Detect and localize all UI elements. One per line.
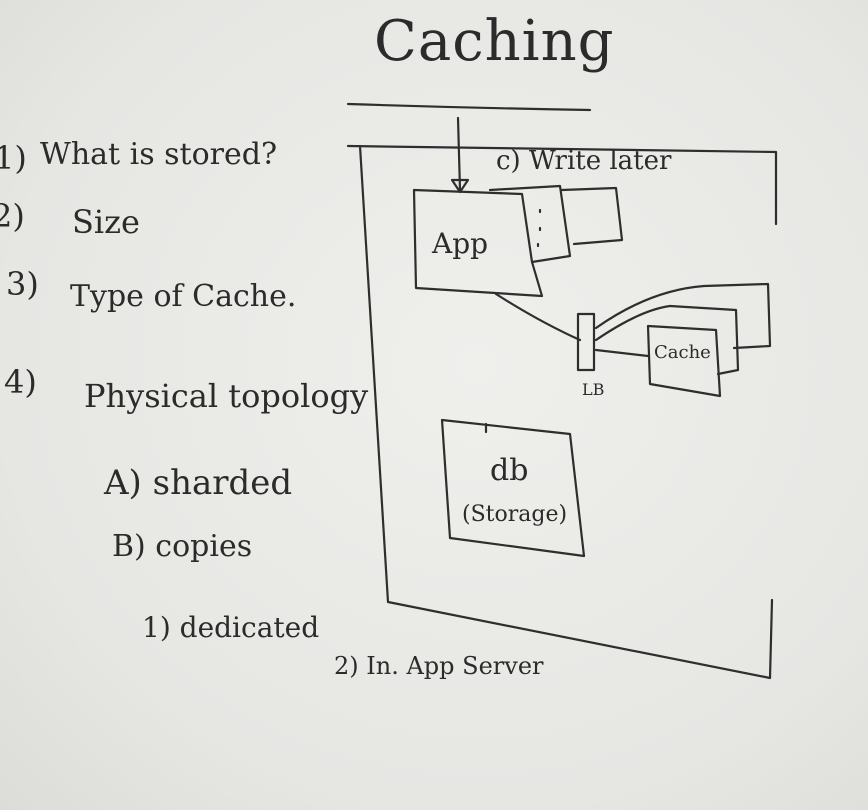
label-cache: Cache: [654, 342, 711, 363]
sub-item-dedicated: 1) dedicated: [142, 611, 320, 644]
label-db: db: [490, 453, 529, 488]
list-num-4: 4): [4, 363, 37, 401]
cache-box-mid: [668, 304, 740, 376]
label-write-later: c) Write later: [496, 146, 672, 176]
list-num-1: 1): [0, 139, 27, 177]
label-lb: LB: [582, 380, 605, 399]
title-underline: [346, 102, 592, 112]
app-to-lb-line: [494, 292, 582, 342]
lb-to-cache-2: [594, 304, 672, 342]
lb-to-cache-3: [594, 348, 650, 358]
list-num-2: 2): [0, 197, 25, 235]
app-box: [412, 188, 544, 298]
stack-box-3: [560, 186, 624, 246]
sub-item-copies: B) copies: [112, 529, 253, 564]
server-boundary: [346, 144, 778, 680]
lb-box: [576, 312, 596, 372]
page-title: Caching: [374, 9, 615, 74]
label-storage: (Storage): [462, 502, 568, 527]
list-item-size: Size: [72, 203, 140, 241]
arrow-head: [450, 178, 470, 194]
arrow-shaft: [456, 116, 462, 192]
list-item-type-of-cache: Type of Cache.: [70, 279, 297, 314]
stack-marks: [536, 208, 542, 248]
stack-box-2: [488, 184, 572, 264]
cache-box-front: [646, 324, 722, 398]
db-box: [440, 418, 586, 558]
lb-to-cache-1: [594, 284, 706, 330]
list-item-physical-topology: Physical topology: [84, 377, 369, 415]
sub-item-sharded: A) sharded: [104, 463, 293, 503]
list-num-3: 3): [6, 265, 39, 303]
sub-item-in-app-server: 2) In. App Server: [334, 652, 544, 680]
cache-box-back: [702, 282, 772, 350]
list-item-what-is-stored: What is stored?: [40, 137, 278, 172]
label-app: App: [432, 227, 489, 260]
